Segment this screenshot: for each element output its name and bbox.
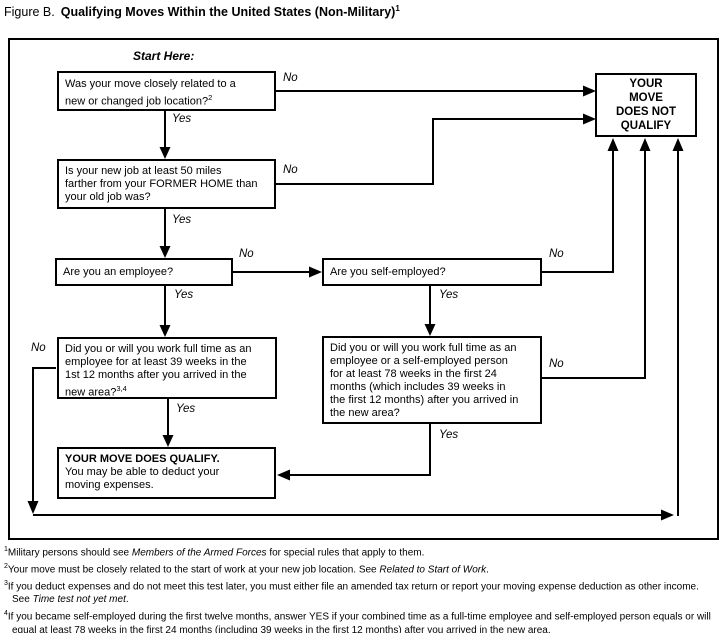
footnote-1: 1Military persons should see Members of …	[4, 543, 721, 560]
node-q4-self-employed: Are you self-employed?	[322, 258, 542, 286]
footnote-3-italic: Time test not yet met	[32, 594, 126, 606]
footnote-3-num: 3	[4, 579, 8, 587]
footnote-4-text: If you became self-employed during the f…	[7, 611, 711, 633]
footnote-1-num: 1	[4, 546, 8, 553]
node-q6-text: Did you or will you work full time as an…	[330, 342, 519, 419]
node-q1-move-related: Was your move closely related to a new o…	[57, 71, 276, 111]
node-q6-78-weeks: Did you or will you work full time as an…	[322, 336, 542, 424]
figure-title-text: Qualifying Moves Within the United State…	[60, 5, 396, 20]
footnote-1-text-end: for special rules that apply to them.	[266, 547, 425, 559]
footnote-2: 2Your move must be closely related to th…	[4, 560, 721, 577]
footnotes: 1Military persons should see Members of …	[4, 543, 721, 633]
qualify-text: You may be able to deduct your moving ex…	[65, 466, 220, 491]
figure-label: Figure B.	[4, 5, 55, 20]
footnote-3-text-end: .	[125, 594, 129, 606]
node-q2-fifty-miles: Is your new job at least 50 miles farthe…	[57, 159, 276, 209]
q6-no-label: No	[549, 358, 564, 370]
node-q3-text: Are you an employee?	[63, 266, 174, 278]
q5-yes-label: Yes	[176, 403, 196, 415]
q4-yes-label: Yes	[439, 289, 459, 301]
node-result-not-qualify: YOUR MOVE DOES NOT QUALIFY	[595, 73, 697, 137]
node-q5-39-weeks: Did you or will you work full time as an…	[57, 337, 277, 399]
footnote-4-num: 4	[4, 609, 8, 617]
footnote-2-text-end: .	[486, 564, 489, 576]
flowchart-frame	[8, 38, 719, 540]
q4-no-label: No	[549, 248, 564, 260]
footnote-3: 3If you deduct expenses and do not meet …	[4, 577, 721, 607]
not-qualify-text: YOUR MOVE DOES NOT QUALIFY	[615, 78, 677, 132]
q2-yes-label: Yes	[172, 214, 192, 226]
node-q2-text: Is your new job at least 50 miles farthe…	[65, 165, 258, 203]
node-q3-employee: Are you an employee?	[55, 258, 233, 286]
node-q1-text: Was your move closely related to a new o…	[65, 78, 236, 108]
start-here-label: Start Here:	[133, 49, 195, 63]
q1-yes-label: Yes	[172, 113, 192, 125]
node-result-qualify: YOUR MOVE DOES QUALIFY. You may be able …	[57, 447, 276, 499]
q3-no-label: No	[239, 248, 254, 260]
footnote-4: 4If you became self-employed during the …	[4, 607, 721, 633]
footnote-1-text: Military persons should see	[7, 547, 132, 559]
figure-title: Figure B. Qualifying Moves Within the Uni…	[4, 4, 400, 19]
node-q4-text: Are you self-employed?	[330, 266, 446, 278]
q2-no-label: No	[283, 164, 298, 176]
footnote-2-text: Your move must be closely related to the…	[7, 564, 380, 576]
node-q5-footnote-ref: 3,4	[116, 384, 127, 393]
q3-yes-label: Yes	[174, 289, 194, 301]
q6-yes-label: Yes	[439, 429, 459, 441]
qualify-title: YOUR MOVE DOES QUALIFY.	[65, 453, 220, 465]
footnote-2-num: 2	[4, 562, 8, 570]
footnote-1-italic: Members of the Armed Forces	[131, 547, 267, 559]
node-q5-text: Did you or will you work full time as an…	[65, 343, 252, 399]
footnote-3-text: If you deduct expenses and do not meet t…	[7, 580, 699, 606]
figure-title-footnote-ref: 1	[395, 4, 400, 13]
footnote-2-italic: Related to Start of Work	[379, 564, 487, 576]
q1-no-label: No	[283, 72, 298, 84]
node-q1-footnote-ref: 2	[208, 93, 213, 102]
q5-no-label: No	[31, 342, 46, 354]
